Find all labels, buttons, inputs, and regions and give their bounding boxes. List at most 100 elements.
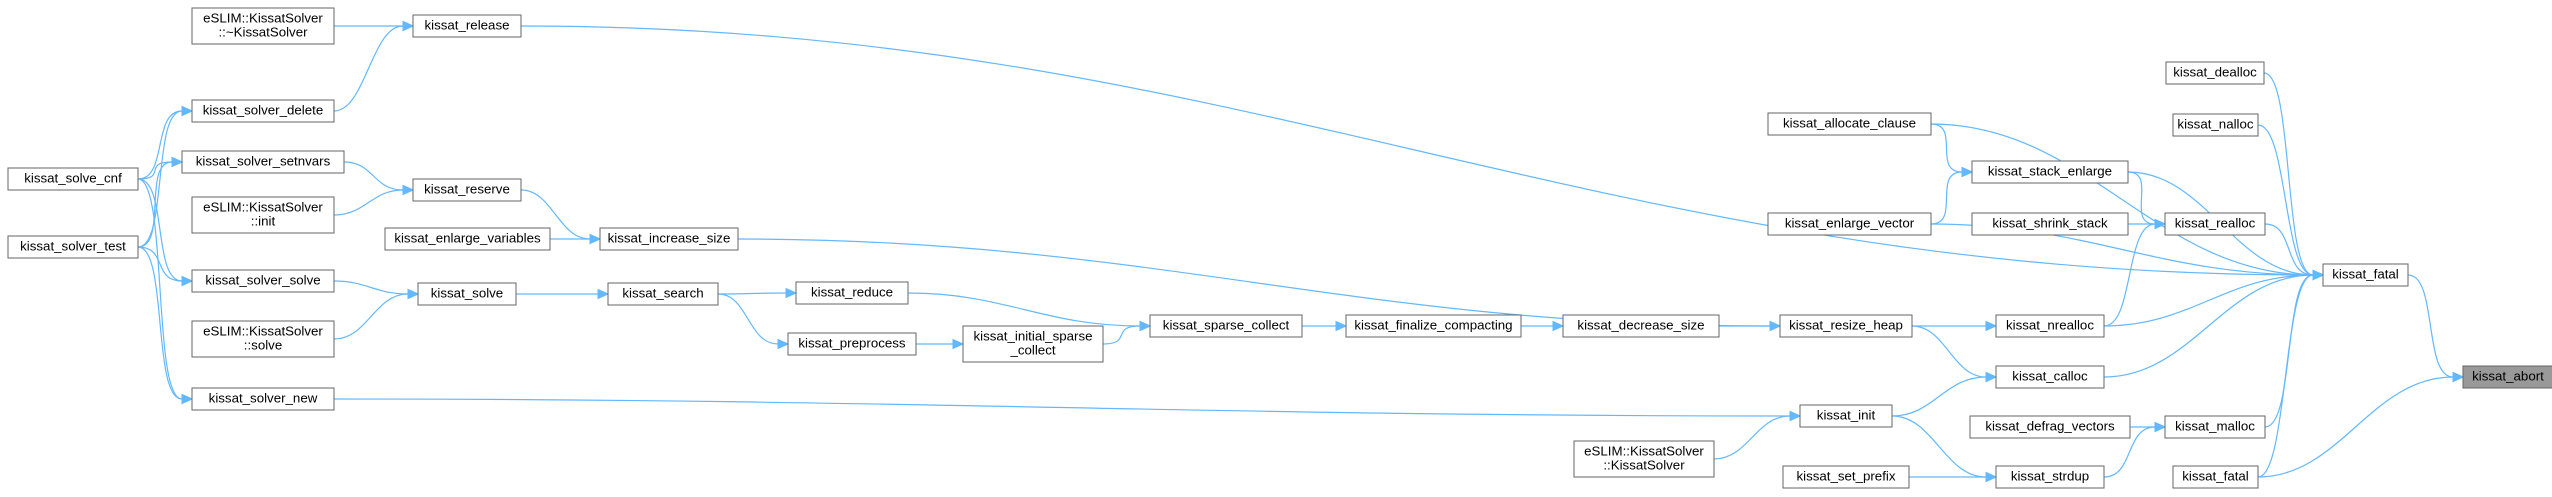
edge-solve_cnf-to-solver_new xyxy=(137,178,183,400)
edge-stack_enlarge-to-realloc xyxy=(2127,171,2156,225)
node-box xyxy=(1995,365,2105,389)
node-label: ::~KissatSolver xyxy=(218,25,308,40)
edge-reduce-to-sparse_collect xyxy=(907,292,1141,327)
node-box xyxy=(412,14,522,38)
edge-reserve-to-increase_size xyxy=(520,189,591,240)
node-enlarge-vector[interactable]: kissat_enlarge_vector xyxy=(1767,212,1932,236)
node-set-prefix[interactable]: kissat_set_prefix xyxy=(1782,465,1910,489)
edge-solver_test-to-solver_setnvars xyxy=(137,161,173,248)
node-stack-enlarge[interactable]: kissat_stack_enlarge xyxy=(1971,160,2129,184)
node-box xyxy=(2164,212,2266,236)
node-allocate-clause[interactable]: kissat_allocate_clause xyxy=(1767,112,1932,136)
node-label: kissat_solve xyxy=(431,286,503,301)
node-solver-delete[interactable]: kissat_solver_delete xyxy=(191,99,335,123)
node-solve-cnf[interactable]: kissat_solve_cnf xyxy=(7,167,139,191)
node-resize-heap[interactable]: kissat_resize_heap xyxy=(1779,314,1913,338)
node-label: kissat_preprocess xyxy=(798,336,906,351)
edge-init-to-strdup xyxy=(1891,415,1987,478)
arrowhead-nrealloc-to-realloc xyxy=(2154,218,2167,230)
node-box xyxy=(1345,314,1522,338)
node-reserve[interactable]: kissat_reserve xyxy=(412,178,522,202)
node-eslim-solve[interactable]: eSLIM::KissatSolver::solve xyxy=(191,320,335,358)
arrowhead-increase_size-to-resize_heap xyxy=(1769,320,1782,332)
edge-realloc-to-fatal_c xyxy=(2264,223,2314,276)
node-label: kissat_finalize_compacting xyxy=(1354,318,1512,333)
edge-solver_test-to-solver_new xyxy=(137,246,183,400)
node-init[interactable]: kissat_init xyxy=(1799,404,1893,428)
edge-eslim_init-to-reserve xyxy=(333,189,404,216)
edge-solver_delete-to-release xyxy=(333,25,404,112)
node-box xyxy=(1782,465,1910,489)
node-box xyxy=(1562,314,1720,338)
node-box xyxy=(412,178,522,202)
edge-eslim_ctor-to-init xyxy=(1713,415,1791,460)
node-box xyxy=(191,320,335,358)
node-dealloc[interactable]: kissat_dealloc xyxy=(2165,61,2265,85)
edge-nalloc-to-fatal_c xyxy=(2257,124,2314,276)
node-increase-size[interactable]: kissat_increase_size xyxy=(599,227,739,251)
node-label: eSLIM::KissatSolver xyxy=(203,200,323,215)
arrowhead-finalize_compacting-to-decrease_size xyxy=(1552,320,1565,332)
arrowhead-solver_delete-to-release xyxy=(402,20,415,32)
node-enlarge-variables[interactable]: kissat_enlarge_variables xyxy=(384,227,551,251)
arrowhead-reserve-to-increase_size xyxy=(589,233,602,245)
node-finalize-compacting[interactable]: kissat_finalize_compacting xyxy=(1345,314,1522,338)
edge-fatal_l-to-fatal_c xyxy=(2257,274,2314,478)
node-label: kissat_resize_heap xyxy=(1789,318,1903,333)
node-calloc[interactable]: kissat_calloc xyxy=(1995,365,2105,389)
node-defrag-vectors[interactable]: kissat_defrag_vectors xyxy=(1969,415,2131,439)
nodes-layer: kissat_abortkissat_fatalkissat_fatalkiss… xyxy=(7,7,2552,489)
node-solver-new[interactable]: kissat_solver_new xyxy=(191,387,335,411)
node-realloc[interactable]: kissat_realloc xyxy=(2164,212,2266,236)
node-box xyxy=(1573,440,1715,478)
node-label: kissat_nalloc xyxy=(2177,117,2253,132)
node-eslim-dtor[interactable]: eSLIM::KissatSolver::~KissatSolver xyxy=(191,7,335,45)
node-search[interactable]: kissat_search xyxy=(607,282,719,306)
node-shrink-stack[interactable]: kissat_shrink_stack xyxy=(1971,212,2129,236)
node-eslim-ctor[interactable]: eSLIM::KissatSolver::KissatSolver xyxy=(1573,440,1715,478)
node-box xyxy=(1995,314,2105,338)
node-eslim-init[interactable]: eSLIM::KissatSolver::init xyxy=(191,196,335,234)
arrowhead-sparse_collect-to-finalize_compacting xyxy=(1335,320,1348,332)
node-label: kissat_calloc xyxy=(2012,369,2088,384)
node-fatal-l[interactable]: kissat_fatal xyxy=(2172,465,2259,489)
edge-eslim_solve-to-solve xyxy=(333,293,409,340)
node-label: eSLIM::KissatSolver xyxy=(203,324,323,339)
edge-strdup-to-malloc xyxy=(2103,426,2156,478)
node-reduce[interactable]: kissat_reduce xyxy=(795,281,909,305)
node-box xyxy=(191,196,335,234)
node-solve[interactable]: kissat_solve xyxy=(417,282,517,306)
node-fatal-c[interactable]: kissat_fatal xyxy=(2322,263,2409,287)
node-strdup[interactable]: kissat_strdup xyxy=(1995,465,2105,489)
node-solver-solve[interactable]: kissat_solver_solve xyxy=(191,269,335,293)
node-label: ::KissatSolver xyxy=(1603,458,1685,473)
node-malloc[interactable]: kissat_malloc xyxy=(2164,415,2266,439)
node-box xyxy=(191,387,335,411)
node-box xyxy=(2165,61,2265,85)
node-initial-sparse[interactable]: kissat_initial_sparse_collect xyxy=(962,325,1104,363)
arrowhead-eslim_init-to-reserve xyxy=(402,184,415,196)
node-abort[interactable]: kissat_abort xyxy=(2462,365,2552,389)
edge-allocate_clause-to-fatal_c xyxy=(1930,123,2314,276)
node-box xyxy=(1971,212,2129,236)
node-label: kissat_fatal xyxy=(2182,469,2249,484)
arrowhead-init-to-calloc xyxy=(1985,371,1998,383)
node-label: kissat_init xyxy=(1817,408,1876,423)
node-release[interactable]: kissat_release xyxy=(412,14,522,38)
node-sparse-collect[interactable]: kissat_sparse_collect xyxy=(1149,314,1303,338)
edge-solver_test-to-solver_solve xyxy=(137,246,183,282)
node-box xyxy=(191,269,335,293)
node-solver-setnvars[interactable]: kissat_solver_setnvars xyxy=(181,150,345,174)
node-box xyxy=(1767,112,1932,136)
node-decrease-size[interactable]: kissat_decrease_size xyxy=(1562,314,1720,338)
node-label: kissat_set_prefix xyxy=(1796,469,1895,484)
arrowhead-enlarge_vector-to-stack_enlarge xyxy=(1961,166,1974,178)
node-solver-test[interactable]: kissat_solver_test xyxy=(7,235,139,259)
arrowhead-release-to-fatal_c xyxy=(2312,269,2325,281)
node-nalloc[interactable]: kissat_nalloc xyxy=(2172,113,2259,137)
node-box xyxy=(795,281,909,305)
arrowhead-resize_heap-to-nrealloc xyxy=(1985,320,1998,332)
node-nrealloc[interactable]: kissat_nrealloc xyxy=(1995,314,2105,338)
node-preprocess[interactable]: kissat_preprocess xyxy=(787,332,917,356)
node-label: kissat_fatal xyxy=(2332,267,2399,282)
